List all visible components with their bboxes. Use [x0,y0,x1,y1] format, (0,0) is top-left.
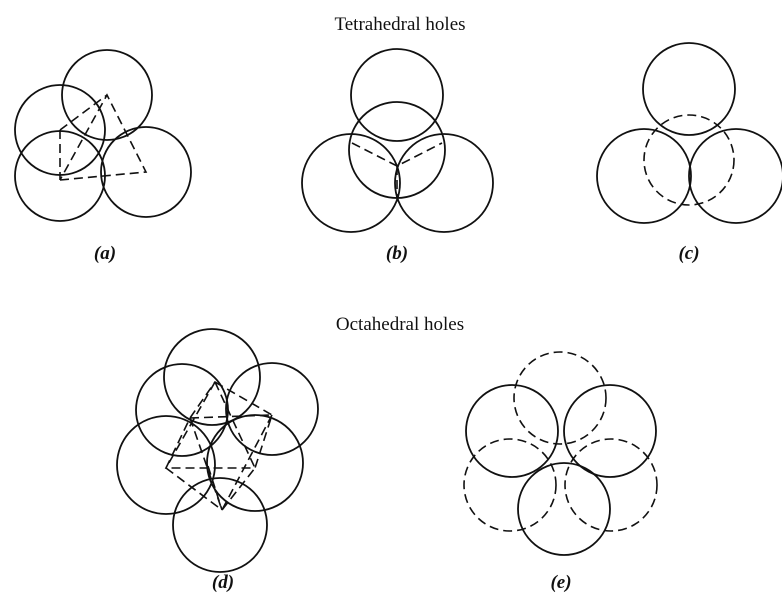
sphere-top [163,328,261,426]
panel-e: (e) [463,351,658,593]
sphere-bottom [172,477,268,573]
sphere-hidden-center [643,114,735,206]
sphere-front-right [206,414,304,512]
sphere-hidden-right [564,438,658,532]
sphere-bottom-left [301,133,401,233]
tetrahedral-holes-title: Tetrahedral holes [334,14,465,35]
panel-label-e: (e) [550,572,571,593]
sphere-top-right [563,384,657,478]
octahedral-holes-title: Octahedral holes [336,314,464,335]
octahedron-edge-1 [214,381,256,469]
sphere-top [642,42,736,136]
octahedron-edge-lower-c [207,465,223,511]
octahedron-edge-lower-a [189,414,273,513]
tetrahedron-edges [59,93,148,181]
tetrahedron-edge-back [59,94,108,131]
octahedron-edge-2 [165,381,216,469]
panel-label-a: (a) [94,243,116,264]
sphere-back-left [135,363,229,457]
sphere-hidden-top [513,351,607,445]
panel-label-c: (c) [678,243,699,264]
sphere-bottom-right [688,128,782,224]
sphere-top [350,48,444,142]
panel-b: (b) [301,48,494,264]
octahedron-outline [164,380,273,469]
sphere-bottom-right [394,133,494,233]
sphere-top [61,49,153,141]
sphere-hidden-left [463,438,557,532]
sphere-bottom [517,462,611,556]
panel-label-b: (b) [386,243,408,264]
panel-label-d: (d) [212,572,234,593]
panel-d: (d) [116,328,319,593]
sphere-bottom-left [596,128,692,224]
hole-edges-upper [351,142,443,167]
sphere-right [100,126,192,218]
sphere-back-right [225,362,319,456]
panel-c: (c) [596,42,782,264]
sphere-front-left [116,415,216,515]
panel-a: (a) [14,49,192,264]
sphere-top-left [465,384,559,478]
